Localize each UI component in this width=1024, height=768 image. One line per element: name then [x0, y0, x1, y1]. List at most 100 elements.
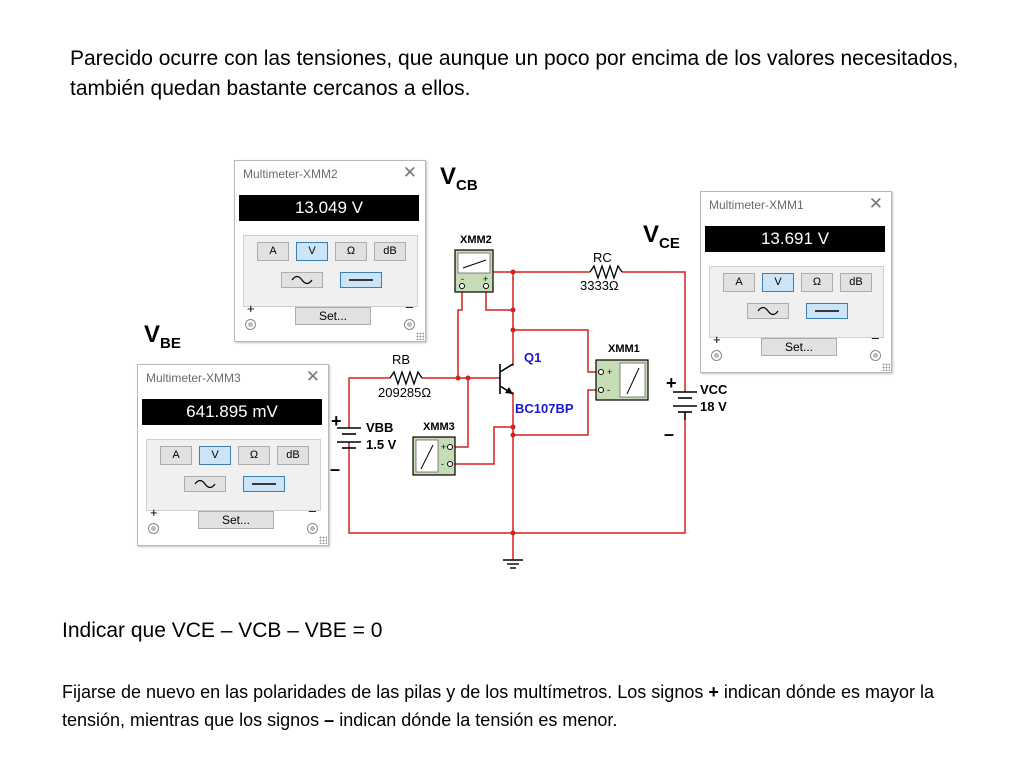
vcc-value: 18 V: [700, 399, 727, 414]
ac-button[interactable]: [747, 303, 789, 319]
vbe-label: VBE: [144, 321, 181, 352]
multimeter-xmm1-window[interactable]: Multimeter-XMM1 ✕ 13.691 V A V Ω dB + Se…: [700, 191, 892, 373]
dc-line-icon: [252, 483, 276, 485]
resize-grip-icon[interactable]: [416, 332, 424, 340]
equation-instruction: Indicar que VCE – VCB – VBE = 0: [62, 619, 383, 642]
negative-terminal-icon[interactable]: [870, 350, 881, 361]
decibel-button[interactable]: dB: [840, 273, 872, 292]
rb-resistor: [389, 369, 423, 387]
emitter-arrow: [505, 387, 513, 394]
reading-display: 641.895 mV: [142, 399, 322, 425]
vcc-minus: –: [664, 424, 674, 444]
rb-value: 209285Ω: [378, 385, 431, 400]
ac-button[interactable]: [184, 476, 226, 492]
xmm2-minus: -: [461, 274, 464, 284]
set-button[interactable]: Set...: [295, 307, 371, 325]
window-title: Multimeter-XMM1: [709, 198, 804, 212]
ohmmeter-button[interactable]: Ω: [801, 273, 833, 292]
ohmmeter-button[interactable]: Ω: [335, 242, 367, 261]
ohmmeter-button[interactable]: Ω: [238, 446, 270, 465]
dc-button[interactable]: [806, 303, 848, 319]
positive-terminal-label: +: [713, 332, 721, 347]
positive-terminal-icon[interactable]: [711, 350, 722, 361]
sine-wave-icon: [194, 479, 216, 489]
voltmeter-button[interactable]: V: [762, 273, 794, 292]
ammeter-button[interactable]: A: [257, 242, 289, 261]
rc-resistor: [589, 263, 623, 281]
negative-terminal-label: –: [308, 503, 316, 518]
xmm3-plus: +: [441, 442, 446, 452]
vcb-label: VCB: [440, 163, 478, 194]
ammeter-button[interactable]: A: [723, 273, 755, 292]
transistor-q1: [499, 363, 514, 395]
vbb-minus: –: [330, 459, 340, 479]
junction-dots: [455, 269, 516, 536]
vbb-plus: +: [331, 411, 342, 431]
voltmeter-button[interactable]: V: [199, 446, 231, 465]
mode-panel: A V Ω dB: [709, 266, 884, 338]
xmm2-plus: +: [483, 274, 488, 284]
negative-terminal-label: –: [405, 299, 413, 314]
set-button[interactable]: Set...: [198, 511, 274, 529]
close-icon[interactable]: ✕: [402, 163, 417, 182]
intro-paragraph: Parecido ocurre con las tensiones, que a…: [70, 47, 959, 100]
dc-line-icon: [815, 310, 839, 312]
ac-button[interactable]: [281, 272, 323, 288]
multimeter-xmm2-window[interactable]: Multimeter-XMM2 ✕ 13.049 V A V Ω dB + Se…: [234, 160, 426, 342]
close-icon[interactable]: ✕: [305, 367, 320, 386]
positive-terminal-icon[interactable]: [148, 523, 159, 534]
vcc-battery: [673, 391, 697, 420]
negative-terminal-icon[interactable]: [307, 523, 318, 534]
mode-panel: A V Ω dB: [243, 235, 418, 307]
resize-grip-icon[interactable]: [319, 536, 327, 544]
negative-terminal-icon[interactable]: [404, 319, 415, 330]
close-icon[interactable]: ✕: [868, 194, 883, 213]
reading-display: 13.049 V: [239, 195, 419, 221]
window-title: Multimeter-XMM2: [243, 167, 338, 181]
xmm2-meter-symbol[interactable]: [454, 249, 494, 293]
xmm1-meter-symbol[interactable]: [595, 359, 649, 401]
xmm3-minus: -: [441, 459, 444, 469]
vbb-battery: [337, 427, 361, 449]
positive-terminal-label: +: [247, 301, 255, 316]
polarity-note-part-1: Fijarse de nuevo en las polaridades de l…: [62, 682, 704, 702]
polarity-note-part-2: indican dónde es mayor la tensión, mient…: [62, 682, 935, 730]
polarity-note: Fijarse de nuevo en las polaridades de l…: [62, 678, 982, 734]
dc-line-icon: [349, 279, 373, 281]
q1-name: Q1: [524, 350, 541, 365]
vbb-value: 1.5 V: [366, 437, 397, 452]
vcc-plus: +: [666, 373, 677, 393]
sine-wave-icon: [291, 275, 313, 285]
vbb-name: VBB: [366, 420, 393, 435]
mode-panel: A V Ω dB: [146, 439, 321, 511]
sine-wave-icon: [757, 306, 779, 316]
xmm3-meter-symbol[interactable]: [412, 436, 456, 476]
plus-sign: +: [708, 682, 719, 702]
xmm1-minus: -: [607, 385, 610, 395]
xmm1-schematic-label: XMM1: [608, 343, 640, 355]
polarity-note-part-3: indican dónde la tensión es menor.: [339, 710, 618, 730]
decibel-button[interactable]: dB: [374, 242, 406, 261]
voltmeter-button[interactable]: V: [296, 242, 328, 261]
set-button[interactable]: Set...: [761, 338, 837, 356]
dc-button[interactable]: [243, 476, 285, 492]
rc-value: 3333Ω: [580, 278, 619, 293]
ammeter-button[interactable]: A: [160, 446, 192, 465]
reading-display: 13.691 V: [705, 226, 885, 252]
vce-label: VCE: [643, 221, 680, 252]
ground-symbol: [503, 559, 523, 569]
positive-terminal-label: +: [150, 505, 158, 520]
q1-model: BC107BP: [515, 401, 574, 416]
rb-name: RB: [392, 352, 410, 367]
window-title: Multimeter-XMM3: [146, 371, 241, 385]
multimeter-xmm3-window[interactable]: Multimeter-XMM3 ✕ 641.895 mV A V Ω dB + …: [137, 364, 329, 546]
dc-button[interactable]: [340, 272, 382, 288]
resize-grip-icon[interactable]: [882, 363, 890, 371]
positive-terminal-icon[interactable]: [245, 319, 256, 330]
minus-sign: –: [324, 710, 335, 730]
decibel-button[interactable]: dB: [277, 446, 309, 465]
xmm2-schematic-label: XMM2: [460, 234, 492, 246]
rc-name: RC: [593, 250, 612, 265]
vcc-name: VCC: [700, 382, 728, 397]
